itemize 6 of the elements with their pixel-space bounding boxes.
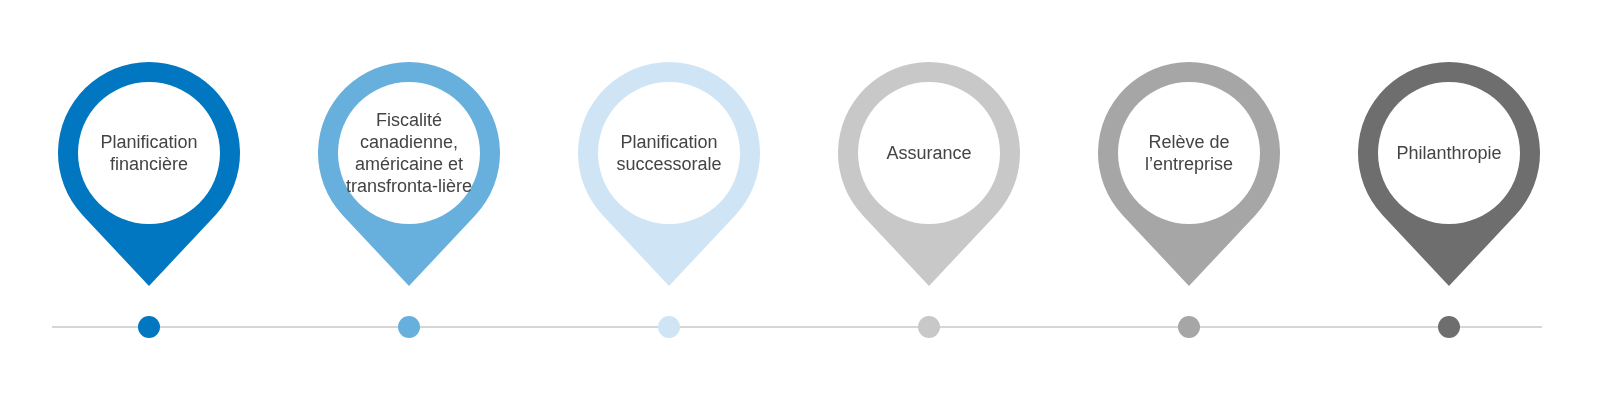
pin-label: Assurance (885, 142, 973, 164)
pin-label: Philanthropie (1395, 142, 1503, 164)
pin-label: Planification successorale (615, 131, 723, 175)
pin-label: Fiscalité canadienne, américaine et transfronta-lière (344, 109, 474, 197)
pin-label: Relève de l’entreprise (1143, 131, 1234, 175)
pin-label: Planification financière (99, 131, 199, 175)
